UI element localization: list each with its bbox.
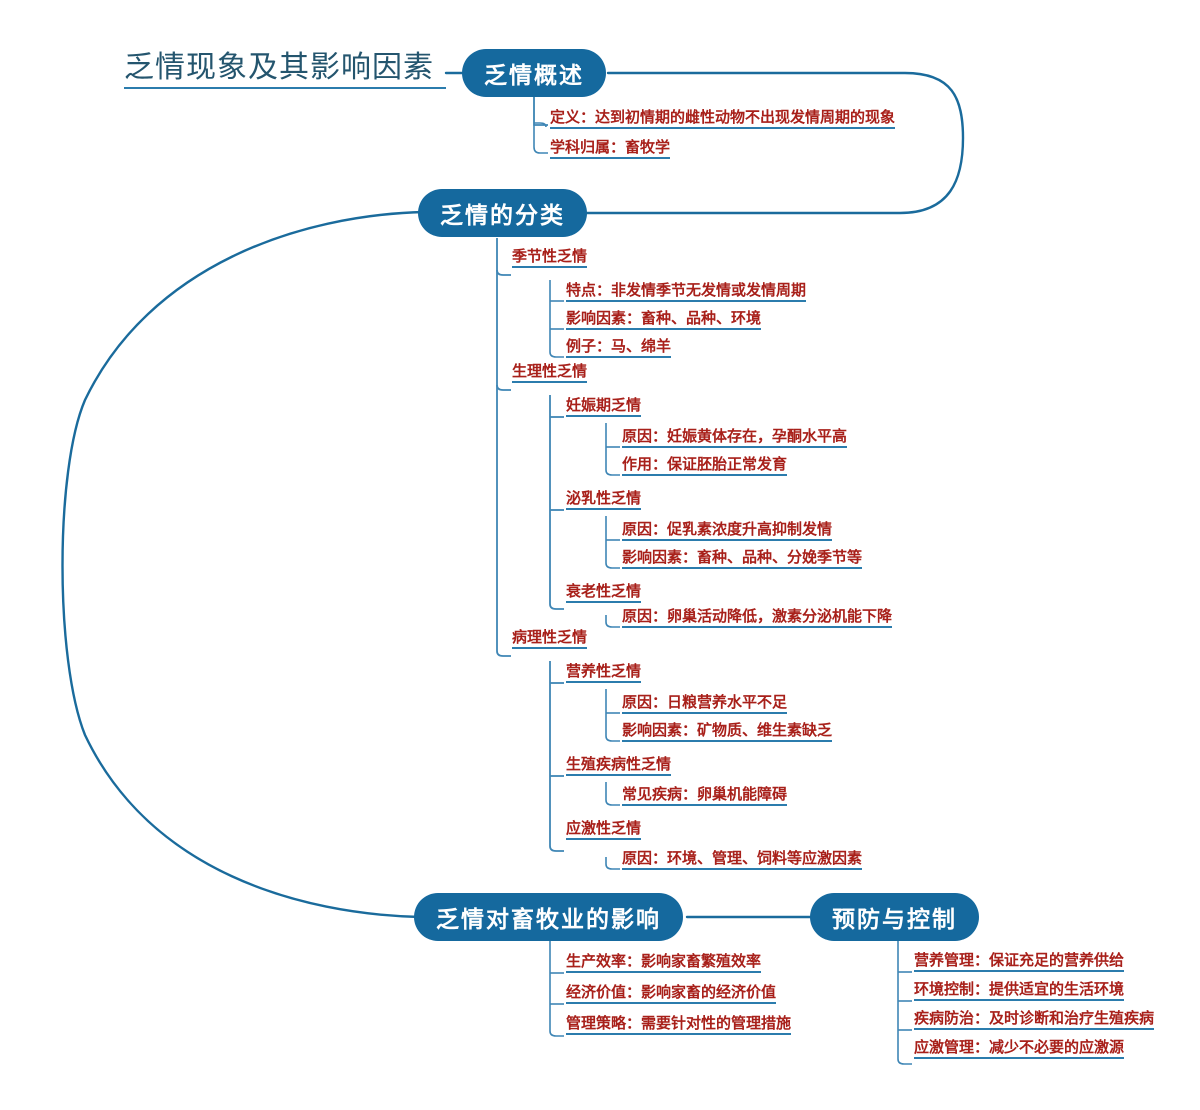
impact-item-economic[interactable]: 经济价值：影响家畜的经济价值 <box>566 984 777 1005</box>
seasonal-subwires <box>549 280 564 358</box>
prevention-item-stress[interactable]: 应激管理：减少不必要的应激源 <box>914 1039 1125 1060</box>
impact-item-productivity[interactable]: 生产效率：影响家畜繁殖效率 <box>566 953 762 974</box>
prevention-item-disease[interactable]: 疾病防治：及时诊断和治疗生殖疾病 <box>914 1010 1155 1031</box>
repro-disease-item-common[interactable]: 常见疾病：卵巢机能障碍 <box>622 786 788 807</box>
subgroup-stress[interactable]: 应激性乏情 <box>566 820 642 841</box>
wire-classification-to-impact <box>61 210 426 919</box>
branch-node-overview[interactable]: 乏情概述 <box>462 49 606 97</box>
group-pathological[interactable]: 病理性乏情 <box>512 629 588 650</box>
subgroup-aging[interactable]: 衰老性乏情 <box>566 583 642 604</box>
pregnancy-item-effect[interactable]: 作用：保证胚胎正常发育 <box>622 456 788 477</box>
subgroup-nutritional[interactable]: 营养性乏情 <box>566 663 642 684</box>
branch-node-classification[interactable]: 乏情的分类 <box>418 189 587 237</box>
impact-subwires <box>549 941 564 1037</box>
group-seasonal[interactable]: 季节性乏情 <box>512 248 588 269</box>
branch-node-impact[interactable]: 乏情对畜牧业的影响 <box>414 893 683 941</box>
group-physiological[interactable]: 生理性乏情 <box>512 363 588 384</box>
classification-trunk <box>496 238 511 657</box>
subgroup-reproductive-disease[interactable]: 生殖疾病性乏情 <box>566 756 672 777</box>
subgroup-lactation[interactable]: 泌乳性乏情 <box>566 490 642 511</box>
lactation-item-factors[interactable]: 影响因素：畜种、品种、分娩季节等 <box>622 549 863 570</box>
overview-subwires <box>533 97 548 154</box>
nutritional-item-factors[interactable]: 影响因素：矿物质、维生素缺乏 <box>622 722 833 743</box>
aging-item-cause[interactable]: 原因：卵巢活动降低，激素分泌机能下降 <box>622 608 893 629</box>
repro-disease-subwires <box>605 782 620 806</box>
seasonal-item-factors[interactable]: 影响因素：畜种、品种、环境 <box>566 310 762 331</box>
overview-item-definition[interactable]: 定义：达到初情期的雌性动物不出现发情周期的现象 <box>550 109 896 130</box>
aging-subwires <box>605 615 620 628</box>
pregnancy-item-cause[interactable]: 原因：妊娠黄体存在，孕酮水平高 <box>622 428 848 449</box>
nutritional-subwires <box>605 689 620 742</box>
pregnancy-subwires <box>605 423 620 476</box>
pathological-subwires <box>549 661 564 852</box>
branch-node-prevention[interactable]: 预防与控制 <box>810 893 979 941</box>
stress-item-cause[interactable]: 原因：环境、管理、饲料等应激因素 <box>622 850 863 871</box>
physiological-subwires <box>549 395 564 610</box>
subgroup-pregnancy[interactable]: 妊娠期乏情 <box>566 397 642 418</box>
overview-item-discipline[interactable]: 学科归属：畜牧学 <box>550 139 671 160</box>
stress-subwires <box>605 857 620 870</box>
lactation-subwires <box>605 516 620 569</box>
seasonal-item-feature[interactable]: 特点：非发情季节无发情或发情周期 <box>566 282 807 303</box>
root-title: 乏情现象及其影响因素 <box>124 52 446 89</box>
seasonal-item-examples[interactable]: 例子：马、绵羊 <box>566 338 672 359</box>
nutritional-item-cause[interactable]: 原因：日粮营养水平不足 <box>622 694 788 715</box>
prevention-item-nutrition[interactable]: 营养管理：保证充足的营养供给 <box>914 952 1125 973</box>
lactation-item-cause[interactable]: 原因：促乳素浓度升高抑制发情 <box>622 521 833 542</box>
prevention-subwires <box>897 941 912 1065</box>
impact-item-management[interactable]: 管理策略：需要针对性的管理措施 <box>566 1015 792 1036</box>
prevention-item-environment[interactable]: 环境控制：提供适宜的生活环境 <box>914 981 1125 1002</box>
